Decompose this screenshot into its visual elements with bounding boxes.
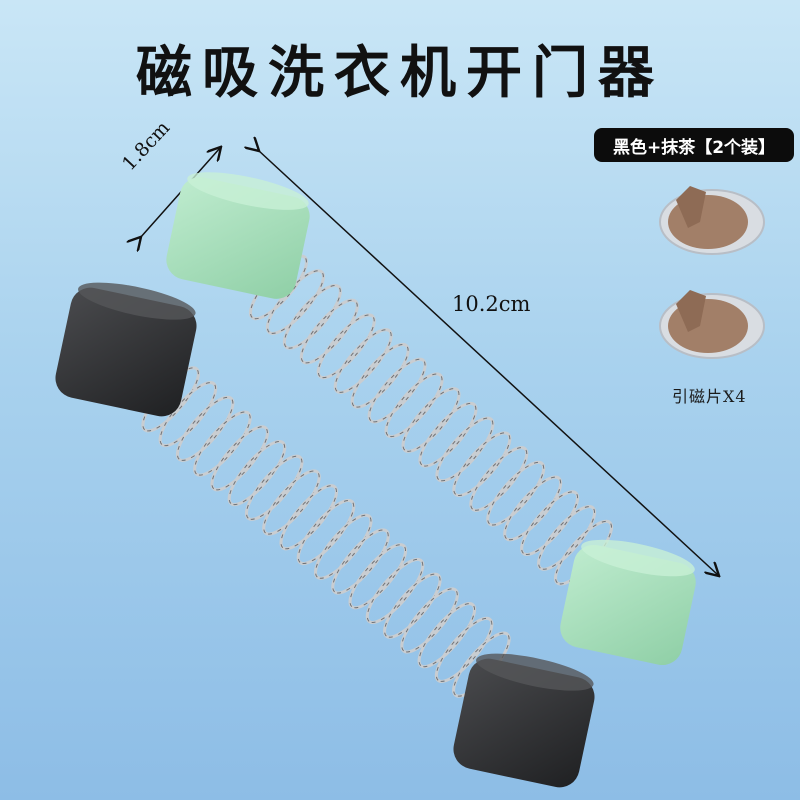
spring-coil-shade xyxy=(142,367,199,432)
spring-coil-shade xyxy=(317,314,375,379)
spring-coil-shade xyxy=(280,485,337,550)
spring-coil-shade xyxy=(436,417,494,482)
spring-coil-shade xyxy=(250,255,307,320)
spring-coil-shade xyxy=(228,441,286,506)
spring-coil-shade xyxy=(401,588,458,653)
spring-coil-shade xyxy=(435,617,493,682)
spring-coil-shade xyxy=(402,388,460,452)
spring-coil-shade xyxy=(521,491,579,555)
green-cap-bottom xyxy=(560,539,696,666)
spring-coil-shade xyxy=(351,343,409,408)
spring-coil-shade xyxy=(315,514,372,579)
spring-coil-shade xyxy=(211,426,268,491)
width-dimension-line xyxy=(140,148,220,238)
spring-coil-shade xyxy=(263,470,320,535)
length-dimension-label: 10.2cm xyxy=(452,292,531,316)
magnet-sticker-top xyxy=(659,186,765,255)
spring-coil-shade xyxy=(334,329,392,393)
spring-coil-shade xyxy=(538,506,596,570)
black-spring xyxy=(141,366,511,698)
spring-coil-shade xyxy=(266,270,324,334)
spring-coil-shade xyxy=(245,455,303,520)
black-cap-bottom xyxy=(453,653,595,788)
spring-coil-shade xyxy=(366,558,424,623)
spring-coil-shade xyxy=(159,382,217,447)
black-cap-top xyxy=(55,282,197,417)
spring-coil-shade xyxy=(385,373,443,438)
spring-coil-shade xyxy=(487,461,545,526)
spring-coil-shade xyxy=(419,402,477,467)
length-dimension-line xyxy=(258,150,718,575)
magnet-sticker-bottom xyxy=(659,290,765,359)
product-title: 磁吸洗衣机开门器 xyxy=(136,40,664,106)
spring-coil-shade xyxy=(470,447,528,511)
spring-coil-shade xyxy=(300,299,358,364)
spring-coil-shade xyxy=(297,499,355,565)
spring-coil-shade xyxy=(332,529,389,594)
spring-coil-shade xyxy=(418,603,476,668)
spring-coil-shade xyxy=(453,432,511,497)
spring-coil-shade xyxy=(384,573,441,638)
spring-coil-shade xyxy=(368,358,426,423)
spring-coil-shade xyxy=(504,476,562,541)
spring-coil-shade xyxy=(194,411,251,476)
green-cap-top xyxy=(166,172,310,299)
spring-coil-shade xyxy=(283,285,341,349)
magnet-sticker-label: 引磁片X4 xyxy=(672,387,747,406)
green-spring xyxy=(249,254,613,586)
spring-coil-shade xyxy=(349,544,407,609)
spring-coil-shade xyxy=(176,396,234,461)
